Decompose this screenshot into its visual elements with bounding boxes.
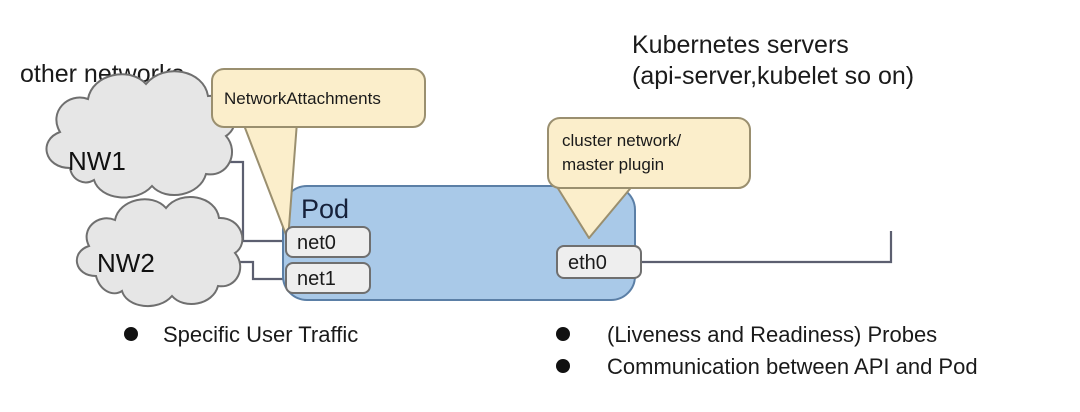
callout-cluster-network-text-line1: cluster network/ bbox=[562, 131, 681, 150]
bullet-list-right: (Liveness and Readiness) Probes Communic… bbox=[556, 322, 978, 379]
cloud-nw2: NW2 bbox=[75, 195, 244, 308]
cloud-nw1-shape bbox=[45, 70, 237, 199]
cloud-nw1: NW1 bbox=[45, 70, 237, 199]
callout-cluster-network-box bbox=[547, 117, 751, 189]
bullet-left-item-0: Specific User Traffic bbox=[163, 322, 358, 347]
pod-title: Pod bbox=[301, 194, 349, 224]
interface-net0-box[interactable] bbox=[285, 226, 371, 258]
interface-eth0-label: eth0 bbox=[568, 252, 607, 274]
kubernetes-servers-label-line1: Kubernetes servers bbox=[632, 31, 849, 59]
cloud-nw1-label: NW1 bbox=[68, 146, 126, 176]
bullet-marker-icon bbox=[124, 327, 138, 341]
callout-cluster-network: cluster network/ master plugin bbox=[547, 117, 751, 239]
interface-eth0[interactable]: eth0 bbox=[556, 245, 642, 279]
bullet-list-left: Specific User Traffic bbox=[124, 322, 358, 347]
interface-net0-label: net0 bbox=[297, 232, 336, 254]
callout-cluster-network-text-line2: master plugin bbox=[562, 155, 664, 174]
callout-network-attachments-box bbox=[211, 68, 426, 128]
interface-net1[interactable]: net1 bbox=[285, 262, 371, 294]
interface-eth0-box[interactable] bbox=[556, 245, 642, 279]
bullet-marker-icon bbox=[556, 327, 570, 341]
cloud-nw2-label: NW2 bbox=[97, 248, 155, 278]
callout-network-attachments: NetworkAttachments bbox=[211, 68, 426, 241]
callout-network-attachments-text: NetworkAttachments bbox=[224, 89, 381, 108]
cloud-nw2-shape bbox=[75, 195, 244, 308]
bullet-marker-icon bbox=[556, 359, 570, 373]
bullet-right-item-1: Communication between API and Pod bbox=[607, 354, 978, 379]
connector-eth0-to-servers bbox=[640, 231, 893, 264]
interface-net1-box[interactable] bbox=[285, 262, 371, 294]
interface-net1-label: net1 bbox=[297, 268, 336, 290]
interface-net0[interactable]: net0 bbox=[285, 226, 371, 258]
callout-network-attachments-tail bbox=[241, 119, 298, 241]
kubernetes-servers-label-line2: (api-server,kubelet so on) bbox=[632, 62, 914, 90]
bullet-right-item-0: (Liveness and Readiness) Probes bbox=[607, 322, 937, 347]
